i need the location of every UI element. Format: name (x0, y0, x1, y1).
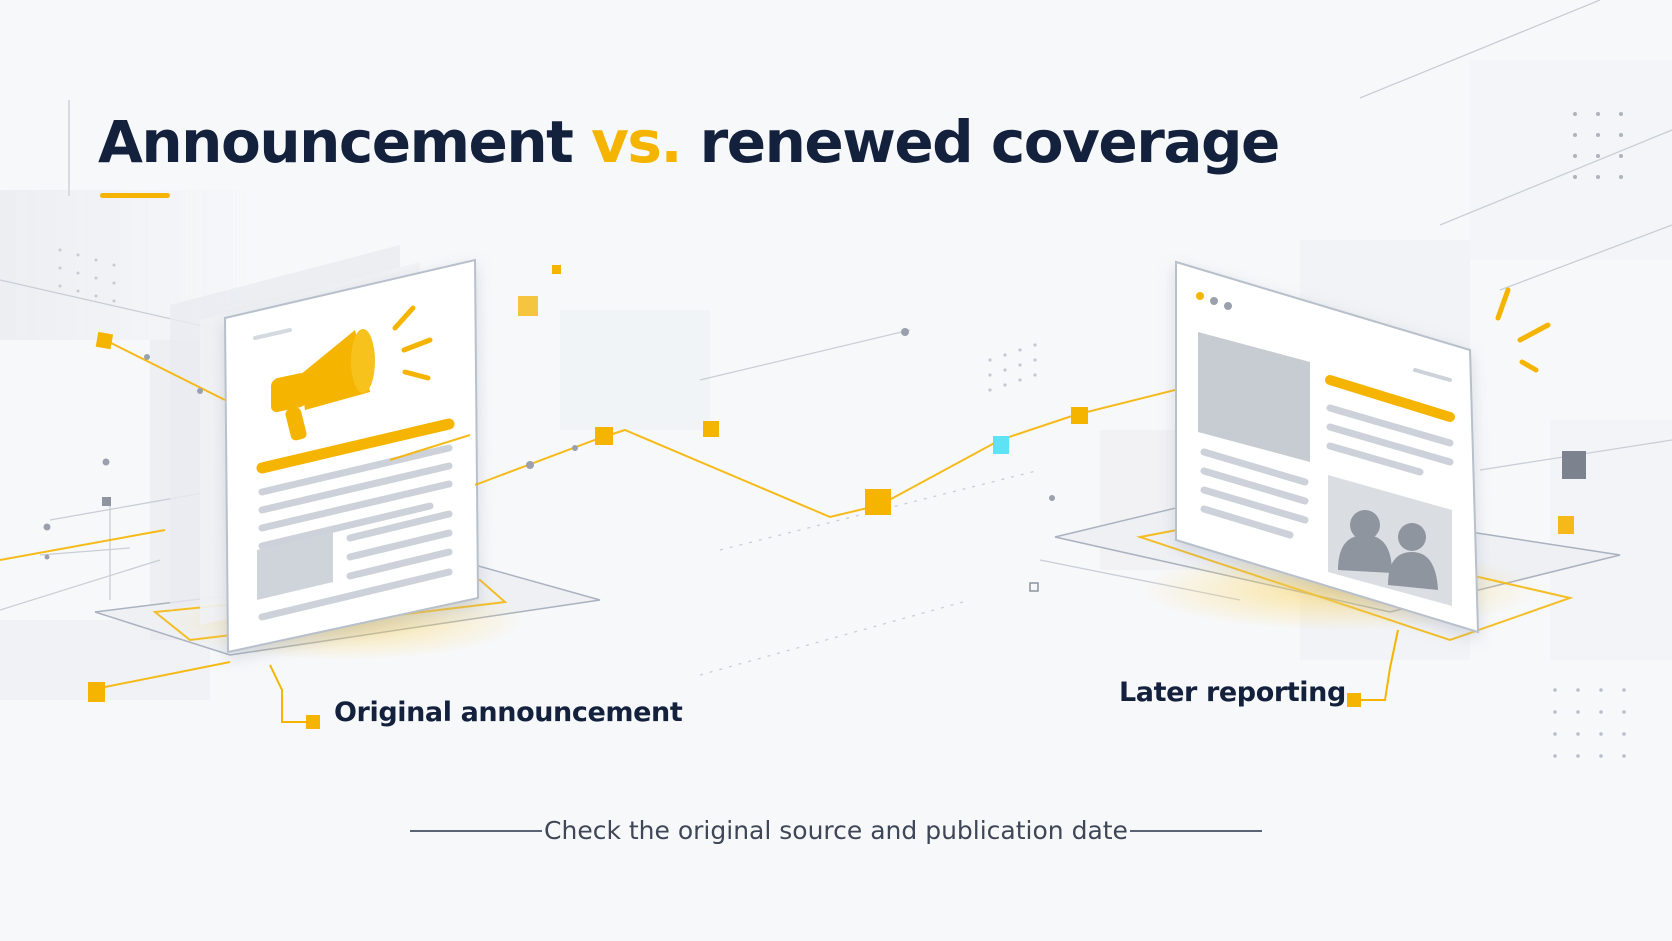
caption-row: Check the original source and publicatio… (410, 810, 1262, 850)
caption-rule-right (1130, 830, 1262, 832)
dot-grid-top-right (1573, 112, 1623, 179)
right-label-callout (1360, 629, 1399, 701)
left-label-callout (269, 664, 306, 723)
dot-grid-bottom-right (1553, 688, 1626, 758)
caption-text: Check the original source and publicatio… (544, 816, 1128, 845)
yellow-cubes (88, 265, 1574, 702)
title-part-2: renewed coverage (680, 108, 1281, 176)
later-reporting-label: Later reporting (1119, 677, 1346, 708)
browser-image-placeholder (1198, 332, 1310, 462)
grey-cube (1562, 451, 1586, 479)
page-title: Announcement vs. renewed coverage (98, 108, 1281, 176)
document-text-lines (256, 418, 455, 550)
original-announcement-label: Original announcement (334, 697, 683, 728)
people-icon (1338, 510, 1438, 590)
title-accent: vs. (591, 108, 682, 176)
background-lines (0, 0, 1672, 676)
megaphone-icon (271, 305, 433, 441)
title-side-rule (68, 100, 70, 196)
sparkle-lines (1495, 287, 1551, 373)
document-image-placeholder (257, 532, 333, 600)
browser-text-lines (1200, 375, 1455, 539)
title-part-1: Announcement (98, 108, 592, 176)
document-header-line (253, 328, 292, 340)
caption-rule-left (410, 830, 542, 832)
dot-grid-mid (988, 343, 1037, 392)
cyan-cube (993, 436, 1009, 454)
connector-nodes (43, 328, 1055, 592)
left-label-marker (306, 715, 320, 729)
document-side-lines (258, 510, 453, 621)
dot-grid-left (58, 248, 116, 303)
right-label-marker (1347, 693, 1361, 707)
title-underline (100, 193, 170, 198)
browser-dots-icon (1196, 292, 1452, 382)
